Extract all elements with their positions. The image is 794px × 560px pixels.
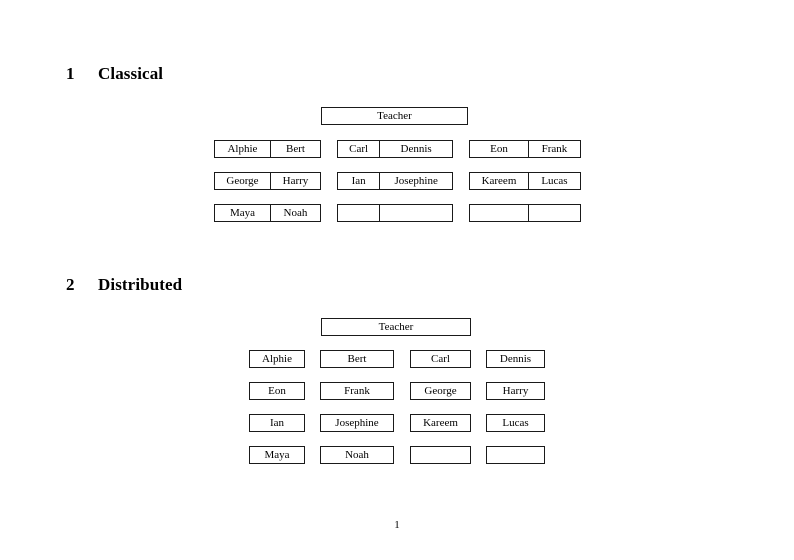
- table-cell[interactable]: [379, 205, 452, 221]
- distributed-cell[interactable]: Josephine: [320, 414, 394, 432]
- classical-teacher-box[interactable]: Teacher: [321, 107, 468, 125]
- table-cell[interactable]: George: [226, 175, 259, 187]
- table-cell[interactable]: Carl: [349, 143, 369, 155]
- classical-group-1-row-3[interactable]: Maya Noah: [214, 204, 321, 222]
- distributed-cell[interactable]: Maya: [249, 446, 305, 464]
- table-cell[interactable]: Dennis: [379, 141, 452, 157]
- page-number: 1: [394, 519, 400, 531]
- classical-group-3-row-1[interactable]: Eon Frank: [469, 140, 581, 158]
- distributed-cell[interactable]: [410, 446, 471, 464]
- distributed-cell[interactable]: Lucas: [486, 414, 545, 432]
- classical-group-1-row-1[interactable]: Alphie Bert: [214, 140, 321, 158]
- table-cell[interactable]: Alphie: [227, 143, 258, 155]
- classical-group-3-row-3[interactable]: [469, 204, 581, 222]
- distributed-cell[interactable]: Dennis: [486, 350, 545, 368]
- table-cell[interactable]: Frank: [527, 141, 580, 157]
- distributed-cell[interactable]: Noah: [320, 446, 394, 464]
- section-title: Distributed: [98, 275, 183, 294]
- distributed-cell[interactable]: Ian: [249, 414, 305, 432]
- table-cell[interactable]: Eon: [490, 143, 508, 155]
- section-title: Classical: [98, 64, 164, 83]
- section-number: 2: [66, 275, 75, 294]
- table-cell[interactable]: Lucas: [527, 173, 580, 189]
- table-cell[interactable]: Bert: [269, 141, 320, 157]
- table-cell[interactable]: [527, 205, 580, 221]
- table-cell[interactable]: [470, 205, 528, 221]
- classical-group-2-row-3[interactable]: [337, 204, 453, 222]
- classical-group-2-row-1[interactable]: Carl Dennis: [337, 140, 453, 158]
- distributed-cell[interactable]: George: [410, 382, 471, 400]
- classical-group-1-row-2[interactable]: George Harry: [214, 172, 321, 190]
- distributed-cell[interactable]: Alphie: [249, 350, 305, 368]
- section-heading-distributed: 2 Distributed: [66, 275, 182, 295]
- distributed-teacher-box[interactable]: Teacher: [321, 318, 471, 336]
- table-cell[interactable]: Maya: [229, 207, 255, 219]
- table-cell[interactable]: [338, 205, 379, 221]
- table-cell[interactable]: Kareem: [481, 175, 517, 187]
- distributed-cell[interactable]: Carl: [410, 350, 471, 368]
- distributed-cell[interactable]: [486, 446, 545, 464]
- distributed-cell[interactable]: Frank: [320, 382, 394, 400]
- distributed-cell[interactable]: Harry: [486, 382, 545, 400]
- table-cell[interactable]: Noah: [269, 205, 320, 221]
- section-heading-classical: 1 Classical: [66, 64, 163, 84]
- table-cell[interactable]: Josephine: [379, 173, 452, 189]
- distributed-cell[interactable]: Bert: [320, 350, 394, 368]
- table-cell[interactable]: Ian: [351, 175, 366, 187]
- classical-group-3-row-2[interactable]: Kareem Lucas: [469, 172, 581, 190]
- classical-group-2-row-2[interactable]: Ian Josephine: [337, 172, 453, 190]
- distributed-cell[interactable]: Kareem: [410, 414, 471, 432]
- section-number: 1: [66, 64, 75, 83]
- table-cell[interactable]: Harry: [269, 173, 320, 189]
- distributed-cell[interactable]: Eon: [249, 382, 305, 400]
